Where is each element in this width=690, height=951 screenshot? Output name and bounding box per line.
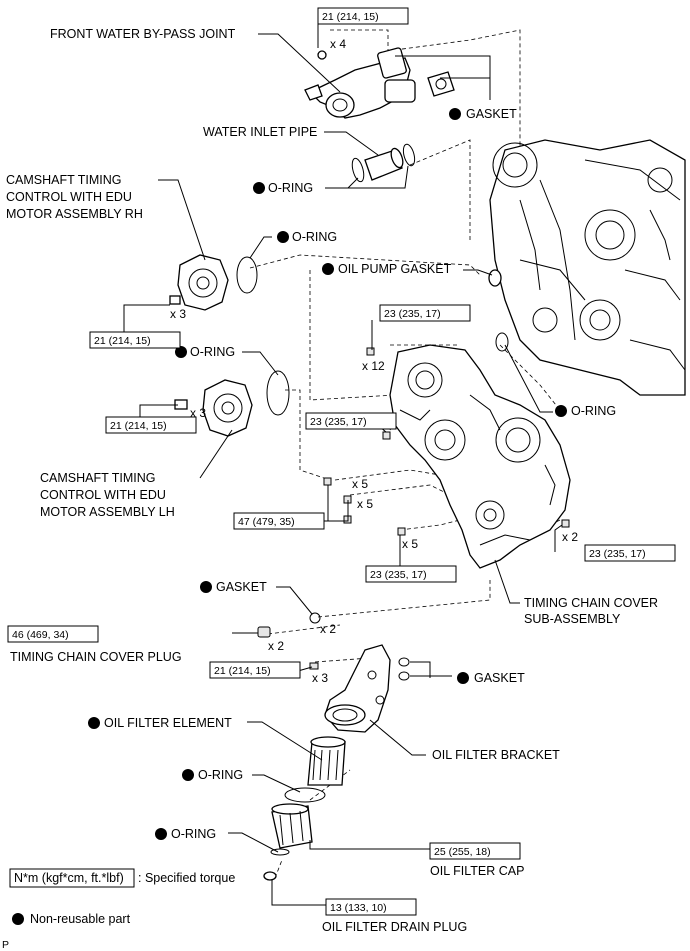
torque-cover-plug: 46 (469, 34) bbox=[12, 629, 69, 641]
torque-cover-upper: 23 (235, 17) bbox=[384, 308, 441, 320]
label-o-ring-2: O-RING bbox=[292, 230, 337, 244]
engine-block bbox=[489, 139, 686, 396]
label-o-ring-5: O-RING bbox=[198, 768, 243, 782]
legend-non-reusable: Non-reusable part bbox=[30, 912, 131, 926]
gasket-top-part bbox=[427, 71, 455, 97]
oil-pump-gasket-part bbox=[488, 269, 502, 287]
count-x5-a: x 5 bbox=[352, 477, 368, 491]
camshaft-rh-part bbox=[169, 254, 258, 311]
leader-lines bbox=[123, 22, 563, 906]
torque-filter-bracket: 21 (214, 15) bbox=[214, 665, 271, 677]
label-o-ring-6: O-RING bbox=[171, 827, 216, 841]
o-ring-6-part bbox=[270, 848, 290, 856]
label-oil-filter-cap: OIL FILTER CAP bbox=[430, 864, 524, 878]
count-x5-b: x 5 bbox=[357, 497, 373, 511]
label-oil-filter-bracket: OIL FILTER BRACKET bbox=[432, 748, 560, 762]
label-timing-chain-cover-plug: TIMING CHAIN COVER PLUG bbox=[10, 650, 182, 664]
camshaft-lh-part bbox=[174, 370, 290, 437]
oil-filter-drain-plug-part bbox=[263, 871, 277, 881]
legend-torque-desc: : Specified torque bbox=[138, 871, 235, 885]
label-camshaft-rh-1: CAMSHAFT TIMING bbox=[6, 173, 122, 187]
label-water-inlet-pipe: WATER INLET PIPE bbox=[203, 125, 317, 139]
label-camshaft-lh-1: CAMSHAFT TIMING bbox=[40, 471, 156, 485]
count-labels: x 4 x 3 x 12 x 3 x 5 x 5 x 5 x 2 x 2 x 2… bbox=[170, 37, 578, 685]
count-x2-plug: x 2 bbox=[268, 639, 284, 653]
count-x4: x 4 bbox=[330, 37, 346, 51]
oil-filter-bracket-part bbox=[324, 644, 391, 733]
legend-torque-unit: N*m (kgf*cm, ft.*lbf) bbox=[14, 871, 124, 885]
label-front-water-bypass-joint: FRONT WATER BY-PASS JOINT bbox=[50, 27, 236, 41]
gasket-bracket-parts bbox=[398, 657, 410, 681]
oil-filter-cap-part bbox=[271, 803, 313, 849]
label-gasket-top: GASKET bbox=[466, 107, 517, 121]
count-x12: x 12 bbox=[362, 359, 385, 373]
gasket-mid-part bbox=[309, 612, 321, 624]
label-timing-chain-cover-2: SUB-ASSEMBLY bbox=[524, 612, 621, 626]
torque-drain-plug: 13 (133, 10) bbox=[330, 902, 387, 914]
part-labels: FRONT WATER BY-PASS JOINT GASKET WATER I… bbox=[6, 27, 658, 934]
label-gasket-bracket: GASKET bbox=[474, 671, 525, 685]
torque-camshaft-rh: 21 (214, 15) bbox=[94, 335, 151, 347]
footer-mark: P bbox=[2, 939, 9, 951]
torque-cover-right: 23 (235, 17) bbox=[589, 548, 646, 560]
torque-boxes: 21 (214, 15) 21 (214, 15) 23 (235, 17) 2… bbox=[7, 7, 676, 916]
count-x2-right: x 2 bbox=[562, 530, 578, 544]
label-timing-chain-cover-1: TIMING CHAIN COVER bbox=[524, 596, 658, 610]
o-ring-right-part bbox=[495, 332, 509, 352]
torque-cover-inner: 23 (235, 17) bbox=[310, 416, 367, 428]
label-camshaft-lh-3: MOTOR ASSEMBLY LH bbox=[40, 505, 175, 519]
label-camshaft-rh-3: MOTOR ASSEMBLY RH bbox=[6, 207, 143, 221]
o-ring-5-part bbox=[284, 787, 326, 803]
torque-camshaft-lh: 21 (214, 15) bbox=[110, 420, 167, 432]
torque-bypass-joint: 21 (214, 15) bbox=[322, 11, 379, 23]
label-oil-filter-element: OIL FILTER ELEMENT bbox=[104, 716, 232, 730]
water-inlet-pipe-part bbox=[351, 143, 416, 183]
legend: N*m (kgf*cm, ft.*lbf) : Specified torque… bbox=[2, 868, 235, 951]
timing-chain-cover-plug-part bbox=[257, 626, 271, 638]
label-o-ring-1: O-RING bbox=[268, 181, 313, 195]
label-o-ring-3: O-RING bbox=[190, 345, 235, 359]
count-x3-rh: x 3 bbox=[170, 307, 186, 321]
count-x5-c: x 5 bbox=[402, 537, 418, 551]
label-gasket-mid: GASKET bbox=[216, 580, 267, 594]
label-oil-pump-gasket: OIL PUMP GASKET bbox=[338, 262, 452, 276]
torque-filter-cap: 25 (255, 18) bbox=[434, 846, 491, 858]
timing-chain-cover-part bbox=[389, 344, 571, 569]
count-x2-gasket: x 2 bbox=[320, 622, 336, 636]
torque-cover-lower: 23 (235, 17) bbox=[370, 569, 427, 581]
label-camshaft-lh-2: CONTROL WITH EDU bbox=[40, 488, 166, 502]
label-oil-filter-drain-plug: OIL FILTER DRAIN PLUG bbox=[322, 920, 467, 934]
non-reusable-markers bbox=[12, 108, 567, 925]
oil-filter-element-part bbox=[307, 736, 346, 786]
label-o-ring-4: O-RING bbox=[571, 404, 616, 418]
count-x3-lh: x 3 bbox=[190, 406, 206, 420]
torque-cover-group: 47 (479, 35) bbox=[238, 516, 295, 528]
count-x3-bracket: x 3 bbox=[312, 671, 328, 685]
label-camshaft-rh-2: CONTROL WITH EDU bbox=[6, 190, 132, 204]
front-water-bypass-joint-part bbox=[304, 47, 416, 119]
